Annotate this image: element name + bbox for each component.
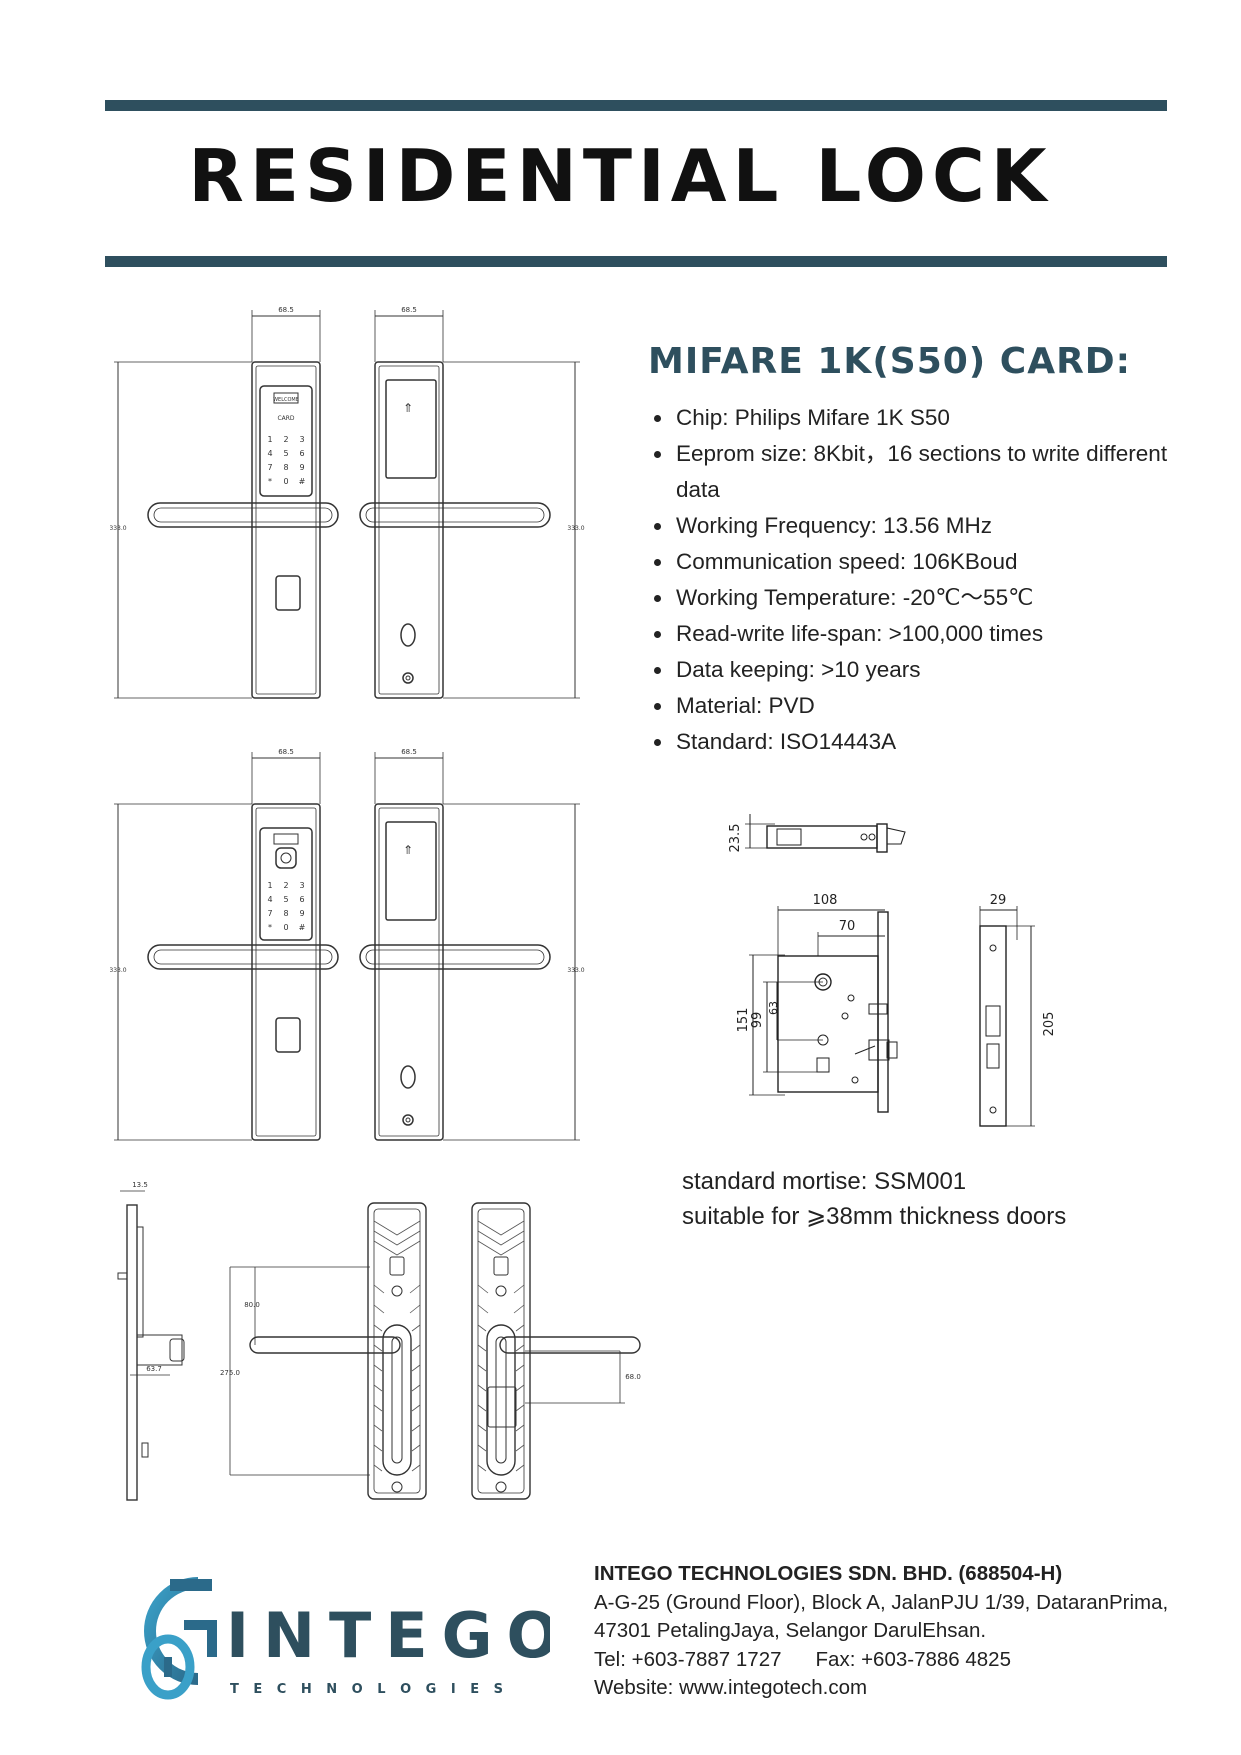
height-dim-front: 333.0 bbox=[110, 525, 127, 532]
svg-text:6: 6 bbox=[299, 895, 304, 904]
svg-text:*: * bbox=[268, 923, 272, 932]
bottom-rule bbox=[105, 256, 1167, 267]
spec-item: Material: PVD bbox=[674, 688, 1194, 724]
company-address-line1: A-G-25 (Ground Floor), Block A, JalanPJU… bbox=[594, 1590, 1169, 1614]
width-dim-back: 68.5 bbox=[401, 306, 417, 314]
spec-item: Chip: Philips Mifare 1K S50 bbox=[674, 400, 1194, 436]
spec-item: Data keeping: >10 years bbox=[674, 652, 1194, 688]
side-dim-top: 13.5 bbox=[132, 1181, 148, 1189]
svg-text:0: 0 bbox=[283, 923, 288, 932]
keypad-card-label: CARD bbox=[277, 415, 294, 422]
company-logo: INTEGO T E C H N O L O G I E S bbox=[130, 1565, 559, 1710]
side-dim-mid: 63.7 bbox=[146, 1365, 162, 1373]
height-dim-back: 333.0 bbox=[567, 525, 584, 532]
company-fax: Fax: +603-7886 4825 bbox=[815, 1647, 1011, 1671]
mortise-note: standard mortise: SSM001 suitable for ⩾3… bbox=[682, 1164, 1066, 1234]
height-dim-front-2: 333.0 bbox=[110, 967, 127, 974]
svg-text:3: 3 bbox=[299, 435, 304, 444]
svg-text:2: 2 bbox=[283, 881, 288, 890]
spec-item: Eeprom size: 8Kbit，16 sections to write … bbox=[674, 436, 1194, 508]
mortise-model: standard mortise: SSM001 bbox=[682, 1168, 967, 1195]
logo-tagline: T E C H N O L O G I E S bbox=[230, 1682, 508, 1697]
company-address-line2: 47301 PetalingJaya, Selangor DarulEhsan. bbox=[594, 1619, 987, 1642]
company-name: INTEGO TECHNOLOGIES SDN. BHD. (688504-H) bbox=[594, 1562, 1063, 1585]
svg-text:⇑: ⇑ bbox=[403, 401, 413, 415]
spec-item: Read-write life-span: >100,000 times bbox=[674, 616, 1194, 652]
svg-text:#: # bbox=[299, 477, 306, 486]
svg-text:6: 6 bbox=[299, 449, 304, 458]
mortise-dim-99: 99 bbox=[750, 1012, 765, 1029]
mortise-door-thickness: suitable for ⩾38mm thickness doors bbox=[682, 1203, 1067, 1230]
logo-mark-icon bbox=[141, 1577, 217, 1700]
svg-text:5: 5 bbox=[283, 449, 288, 458]
spec-item: Communication speed: 106KBoud bbox=[674, 544, 1194, 580]
side-dim-h1: 80.0 bbox=[244, 1301, 260, 1309]
svg-text:8: 8 bbox=[283, 463, 288, 472]
top-rule bbox=[105, 100, 1167, 111]
svg-text:2: 2 bbox=[283, 435, 288, 444]
page-title: RESIDENTIAL LOCK bbox=[188, 134, 1053, 218]
spec-item: Standard: ISO14443A bbox=[674, 724, 1194, 760]
lock-drawing-front-fingerprint: 68.5 68.5 333.0 333.0 ⇑ 1 2 3 4 5 6 7 8 9 * 0 # bbox=[110, 742, 610, 1152]
spec-item: Working Temperature: -20℃～55℃ bbox=[674, 580, 1194, 616]
svg-text:⇑: ⇑ bbox=[403, 843, 413, 857]
mortise-dim-205: 205 bbox=[1042, 1012, 1057, 1037]
side-dim-right: 68.0 bbox=[625, 1373, 641, 1381]
svg-text:5: 5 bbox=[283, 895, 288, 904]
lock-drawing-side-and-handles: 13.5 63.7 80.0 275.0 68.0 bbox=[110, 1175, 650, 1515]
logo-wordmark: INTEGO bbox=[226, 1599, 550, 1672]
svg-text:8: 8 bbox=[283, 909, 288, 918]
lock-drawing-front-card: 68.5 68.5 333.0 333.0 WELCOME CARD ⇑ 1 2 3… bbox=[110, 300, 610, 710]
mortise-dim-151: 151 bbox=[736, 1008, 751, 1033]
svg-text:#: # bbox=[299, 923, 306, 932]
mortise-dim-108: 108 bbox=[813, 893, 838, 908]
svg-text:7: 7 bbox=[267, 463, 272, 472]
mortise-dim-70: 70 bbox=[839, 919, 856, 934]
width-dim-front-2: 68.5 bbox=[278, 748, 294, 756]
company-website[interactable]: Website: www.integotech.com bbox=[594, 1676, 868, 1699]
mortise-dim-63: 63 bbox=[767, 1001, 780, 1015]
svg-text:4: 4 bbox=[267, 895, 272, 904]
svg-text:0: 0 bbox=[283, 477, 288, 486]
svg-text:7: 7 bbox=[267, 909, 272, 918]
svg-text:1: 1 bbox=[267, 881, 272, 890]
mortise-dim-29: 29 bbox=[990, 893, 1007, 908]
card-spec-title: MIFARE 1K(S50) CARD: bbox=[648, 341, 1132, 382]
company-details: INTEGO TECHNOLOGIES SDN. BHD. (688504-H)… bbox=[594, 1560, 1194, 1703]
svg-text:1: 1 bbox=[267, 435, 272, 444]
svg-text:9: 9 bbox=[299, 463, 304, 472]
width-dim-front: 68.5 bbox=[278, 306, 294, 314]
company-contact-row: Tel: +603-7887 1727 Fax: +603-7886 4825 bbox=[594, 1646, 1194, 1675]
width-dim-back-2: 68.5 bbox=[401, 748, 417, 756]
side-dim-h2: 275.0 bbox=[220, 1369, 240, 1377]
spec-item: Working Frequency: 13.56 MHz bbox=[674, 508, 1194, 544]
height-dim-back-2: 333.0 bbox=[567, 967, 584, 974]
mortise-dim-23-5: 23.5 bbox=[728, 824, 743, 853]
svg-text:3: 3 bbox=[299, 881, 304, 890]
keypad-screen-label: WELCOME bbox=[273, 397, 299, 403]
svg-text:*: * bbox=[268, 477, 272, 486]
mortise-drawing: 23.5 108 70 151 99 63 29 205 bbox=[705, 810, 1085, 1150]
svg-text:4: 4 bbox=[267, 449, 272, 458]
card-spec-list: Chip: Philips Mifare 1K S50 Eeprom size:… bbox=[648, 400, 1194, 760]
svg-text:9: 9 bbox=[299, 909, 304, 918]
company-tel: Tel: +603-7887 1727 bbox=[594, 1647, 782, 1671]
